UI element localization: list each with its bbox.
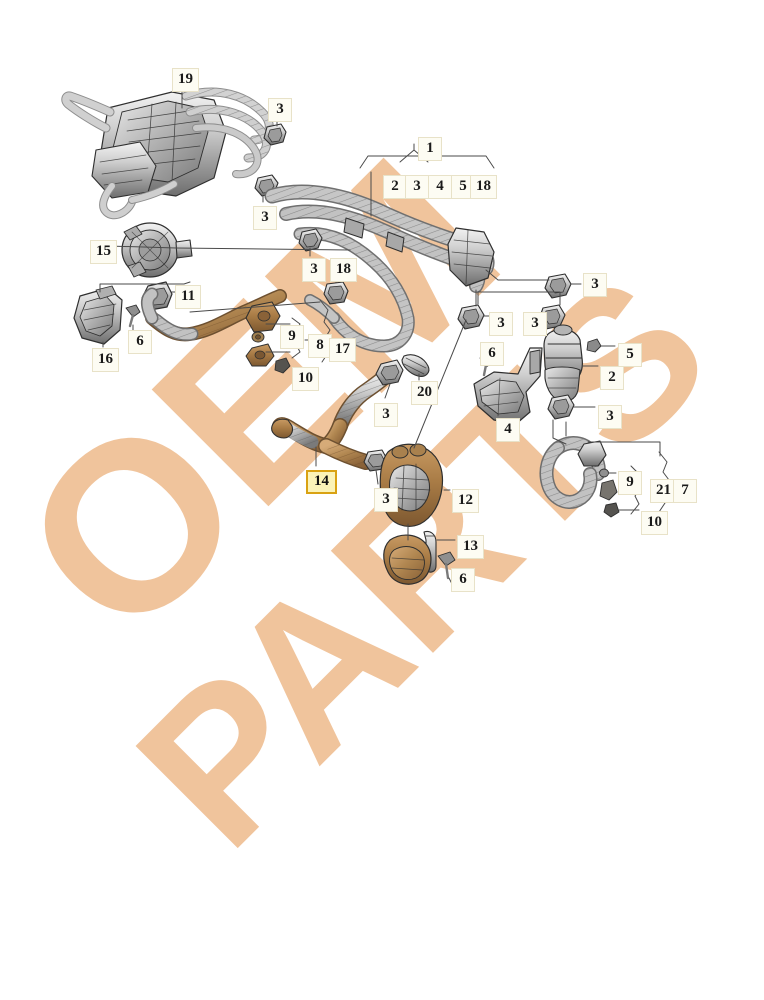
part-14-coolant-hose	[271, 364, 398, 470]
callout-9[interactable]: 9	[280, 325, 304, 349]
callout-3[interactable]: 3	[405, 175, 429, 199]
callout-9[interactable]: 9	[618, 471, 642, 495]
callout-18[interactable]: 18	[470, 175, 497, 199]
part-6-bolt-left	[125, 304, 141, 328]
callout-3[interactable]: 3	[268, 98, 292, 122]
callout-2[interactable]: 2	[600, 366, 624, 390]
callout-7[interactable]: 7	[673, 479, 697, 503]
callout-3[interactable]: 3	[302, 258, 326, 282]
main-hose-bundle	[264, 184, 495, 353]
part-10-connector-right	[599, 479, 618, 501]
callout-18[interactable]: 18	[330, 258, 357, 282]
callout-8[interactable]: 8	[308, 334, 332, 358]
callout-3[interactable]: 3	[523, 312, 547, 336]
callout-4[interactable]: 4	[428, 175, 452, 199]
callout-6[interactable]: 6	[451, 568, 475, 592]
clamp-18	[323, 281, 349, 305]
callout-20[interactable]: 20	[411, 381, 438, 405]
callout-5[interactable]: 5	[618, 343, 642, 367]
part-15-vacuum-pump	[121, 222, 193, 278]
clamp-3-below-valve	[547, 394, 575, 420]
part-10-clip-right	[603, 502, 620, 518]
callout-21[interactable]: 21	[650, 479, 677, 503]
callout-12[interactable]: 12	[452, 489, 479, 513]
callout-2[interactable]: 2	[383, 175, 407, 199]
clamp-3-top	[263, 123, 287, 146]
callout-6[interactable]: 6	[128, 330, 152, 354]
callout-10[interactable]: 10	[292, 367, 319, 391]
callout-13[interactable]: 13	[457, 535, 484, 559]
callout-19[interactable]: 19	[172, 68, 199, 92]
callout-14-highlighted[interactable]: 14	[306, 470, 337, 494]
callout-3[interactable]: 3	[489, 312, 513, 336]
part-19-heater-unit	[61, 87, 274, 220]
callout-11[interactable]: 11	[175, 285, 202, 309]
callout-10[interactable]: 10	[641, 511, 668, 535]
callout-3[interactable]: 3	[598, 405, 622, 429]
part-7-hose-assembly	[539, 436, 607, 509]
part-6-bolt-lower	[437, 551, 456, 580]
callout-3[interactable]: 3	[374, 488, 398, 512]
callout-17[interactable]: 17	[329, 338, 356, 362]
callout-3[interactable]: 3	[374, 403, 398, 427]
callout-15[interactable]: 15	[90, 240, 117, 264]
part-4-bracket	[473, 347, 543, 425]
part-5-clip	[586, 338, 602, 353]
callout-3[interactable]: 3	[583, 273, 607, 297]
part-10-clip-left	[274, 357, 291, 374]
callout-3[interactable]: 3	[253, 206, 277, 230]
clamp-3-hose14-upper	[375, 359, 404, 386]
callout-1[interactable]: 1	[418, 137, 442, 161]
part-17-hose-assembly	[141, 287, 287, 342]
part-10-connector-left	[245, 343, 275, 367]
clamp-3-bundle-left	[298, 228, 323, 252]
part-9-seal-left	[251, 331, 265, 343]
callout-16[interactable]: 16	[92, 348, 119, 372]
callout-6[interactable]: 6	[480, 342, 504, 366]
part-12-lower-housing	[383, 534, 432, 585]
part-16-bracket	[73, 285, 123, 345]
callout-4[interactable]: 4	[496, 418, 520, 442]
part-20-pipe	[401, 354, 430, 377]
part-2-shutoff-valve	[543, 324, 583, 403]
